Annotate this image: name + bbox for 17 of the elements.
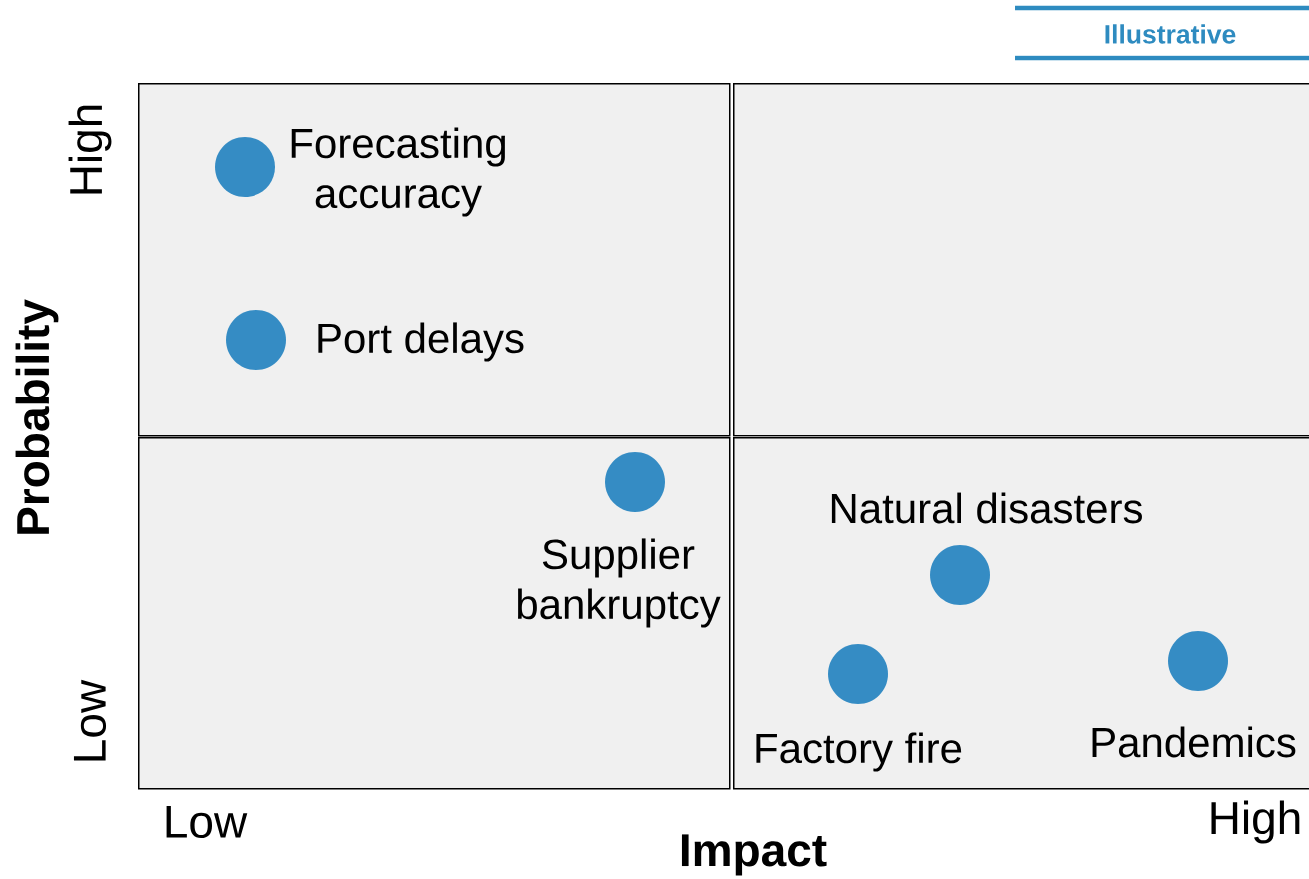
axis-tick-label: Low xyxy=(166,805,248,839)
risk-label: Forecasting accuracy xyxy=(291,127,505,217)
quadrant-box xyxy=(733,437,1309,790)
axis-title: Impact xyxy=(681,834,827,876)
risk-label: Supplier bankruptcy xyxy=(518,538,721,628)
risk-label: Pandemics xyxy=(1092,726,1296,758)
risk-label: Natural disasters xyxy=(831,492,1142,524)
axis-tick-label: Low xyxy=(73,679,107,761)
risk-label: Factory fire xyxy=(756,732,962,772)
quadrant-box xyxy=(138,437,731,790)
quadrant-box xyxy=(733,83,1309,437)
axis-tick-label: High xyxy=(68,105,112,194)
risk-label: Port delays xyxy=(318,322,524,362)
axis-tick-label: High xyxy=(1211,800,1300,844)
quadrant-box xyxy=(138,83,731,437)
axis-title: Probability xyxy=(15,299,59,534)
tag-label: Illustrative xyxy=(1105,24,1236,44)
